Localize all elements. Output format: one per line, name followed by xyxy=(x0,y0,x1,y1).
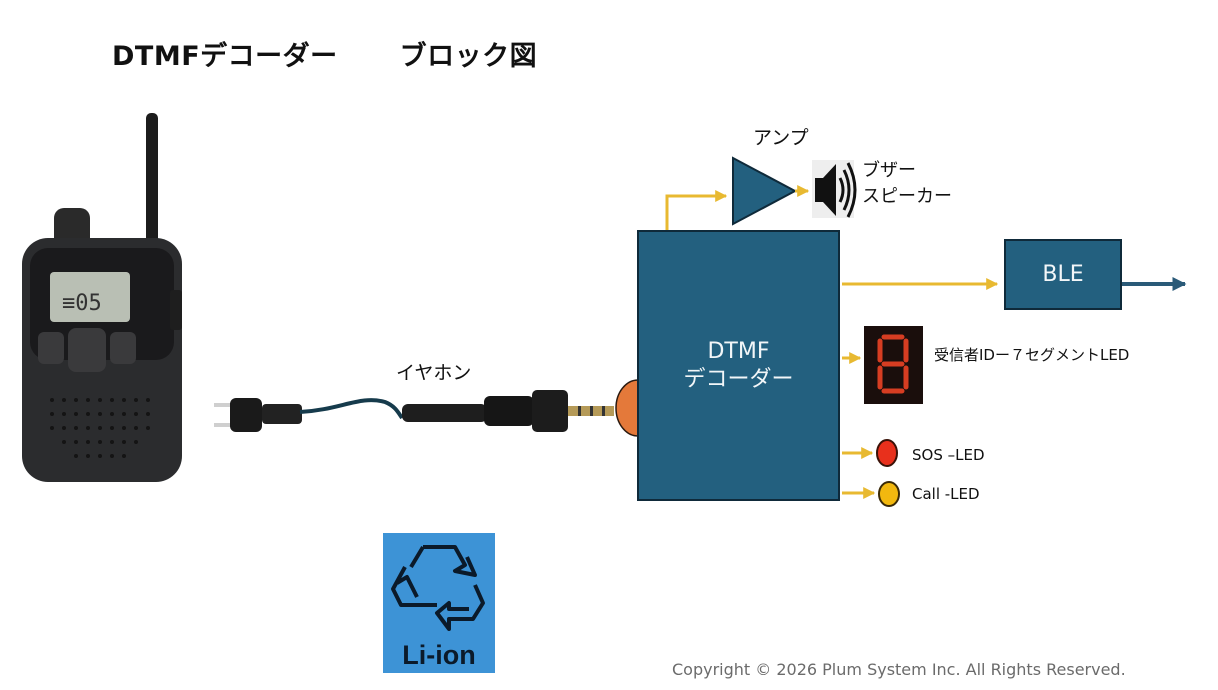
title-sub: ブロック図 xyxy=(399,41,538,72)
dtmf-decoder-block: DTMF デコーダー xyxy=(637,230,840,501)
title-main: DTMFデコーダー xyxy=(112,41,338,72)
li-ion-label: Li-ion xyxy=(402,640,476,670)
li-ion-battery-badge: Li-ion xyxy=(383,533,495,673)
recycle-icon xyxy=(391,545,485,631)
ble-block: BLE xyxy=(1004,239,1122,310)
radio-image: ≡05 xyxy=(22,113,182,482)
sos-led-label: SOS –LED xyxy=(912,446,985,464)
radio-antenna xyxy=(146,113,158,253)
speaker-label-line2: スピーカー xyxy=(862,186,952,207)
seven-segment-display xyxy=(864,326,923,404)
copyright-notice: Copyright © 2026 Plum System Inc. All Ri… xyxy=(672,660,1126,679)
decoder-label-line2: デコーダー xyxy=(683,366,794,392)
amp-label: アンプ xyxy=(753,127,809,149)
call-led-label: Call -LED xyxy=(912,485,980,503)
seven-segment-label: 受信者IDー７セグメントLED xyxy=(934,346,1130,364)
earphone-label: イヤホン xyxy=(396,362,472,384)
arrow-decoder-to-amp xyxy=(665,190,728,230)
earphone-cable-image xyxy=(214,390,614,432)
ble-label: BLE xyxy=(1042,262,1084,287)
audio-jack-port xyxy=(615,379,639,437)
call-led-icon xyxy=(878,481,900,507)
speaker-label: ブザー スピーカー xyxy=(862,158,952,210)
decoder-label-line1: DTMF xyxy=(707,338,770,364)
speaker-label-line1: ブザー xyxy=(862,160,916,181)
sos-led-icon xyxy=(876,439,898,467)
amp-triangle xyxy=(732,156,798,226)
svg-text:≡05: ≡05 xyxy=(62,291,102,316)
speaker-icon xyxy=(812,160,857,218)
diagram-title: DTMFデコーダー ブロック図 xyxy=(112,34,537,73)
radio-display xyxy=(50,272,130,322)
